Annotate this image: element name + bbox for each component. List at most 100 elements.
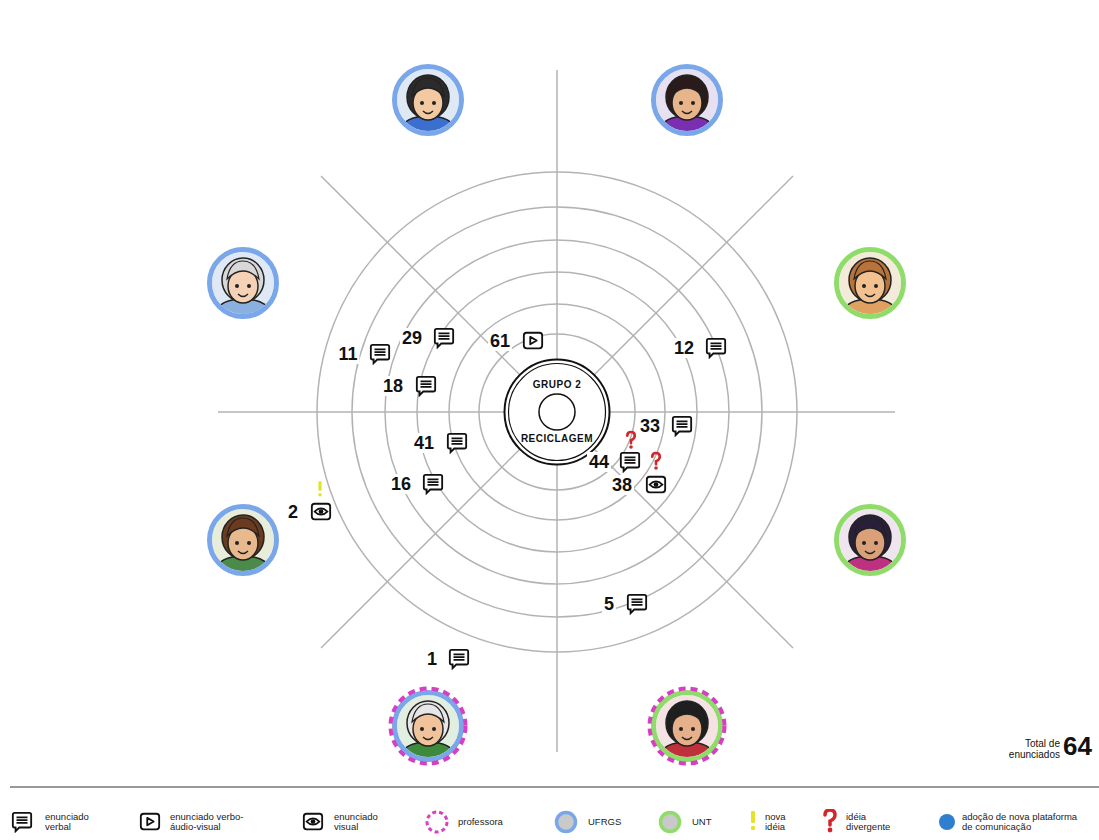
legend-sample — [817, 809, 843, 835]
divergent-marks — [652, 453, 660, 470]
utterance-number: 38 — [610, 475, 634, 495]
rings — [417, 272, 697, 552]
divergent-marks — [627, 432, 635, 443]
legend-sample — [553, 809, 579, 835]
new-idea-mark — [318, 493, 322, 497]
legend-text: adoção de nova plataforma de comunicação — [962, 812, 1090, 833]
legend-text: enunciado verbal — [45, 812, 100, 833]
utterance-icons — [707, 339, 725, 357]
legend-swatch — [661, 813, 680, 832]
avatars — [395, 67, 462, 141]
utterance-icons — [312, 504, 330, 520]
legend-sample — [137, 809, 163, 835]
legend-text: idéia divergente — [846, 812, 896, 833]
rings — [449, 304, 665, 520]
legend-rule — [10, 786, 1099, 787]
rings — [317, 172, 797, 652]
avatars — [391, 689, 466, 764]
utterance-number: 2 — [286, 502, 300, 522]
utterance-number: 12 — [672, 338, 696, 358]
utterance-icons — [448, 434, 466, 452]
divergent-marks — [629, 445, 633, 449]
utterance-number: 18 — [381, 376, 405, 396]
group-badge: GRUPO 2 RECICLAGEM — [503, 358, 611, 466]
legend-text: nova idéia — [765, 812, 795, 833]
group-theme: RECICLAGEM — [521, 434, 593, 444]
utterance-icons — [628, 595, 646, 613]
utterance-number: 33 — [638, 416, 662, 436]
avatars — [837, 250, 904, 324]
avatars — [210, 250, 277, 324]
rings — [479, 334, 635, 490]
legend-swatch — [939, 814, 955, 830]
legend-icon — [751, 811, 755, 823]
avatars — [654, 67, 721, 141]
divergent-marks — [627, 432, 635, 449]
legend-icon — [828, 828, 833, 833]
group-title: GRUPO 2 — [533, 380, 582, 390]
badge-ring — [505, 360, 610, 465]
avatars — [210, 67, 904, 767]
utterance-number: 11 — [336, 344, 359, 364]
utterance-number: 5 — [602, 594, 616, 614]
utterance-icons — [450, 650, 468, 668]
total-caption: Total de enunciados — [1004, 738, 1060, 760]
legend-icon — [427, 812, 447, 832]
legend-sample — [304, 814, 322, 830]
utterance-icons — [435, 329, 453, 347]
legend-sample — [9, 809, 35, 835]
legend-sample — [141, 814, 159, 830]
legend-sample — [427, 812, 447, 832]
legend-sample — [661, 813, 680, 832]
utterance-icons — [312, 329, 725, 668]
new-idea-mark — [318, 481, 322, 496]
legend-text: enunciado verbo-áudio-visual — [170, 812, 265, 833]
utterance-icons — [371, 345, 389, 363]
utterance-number: 29 — [400, 328, 424, 348]
badge-ring — [509, 364, 606, 461]
badge-core — [539, 394, 575, 430]
legend-text: professora — [458, 817, 518, 827]
utterance-number: 16 — [389, 474, 413, 494]
legend-sample — [751, 811, 755, 830]
legend-sample — [300, 809, 326, 835]
spokes — [321, 176, 793, 648]
utterance-icons — [524, 333, 542, 349]
utterance-icons — [424, 475, 442, 493]
avatars — [210, 507, 277, 581]
utterance-icons — [647, 477, 665, 493]
legend-sample — [657, 809, 683, 835]
legend-icon — [751, 826, 755, 830]
utterance-icons — [417, 377, 435, 395]
avatars — [650, 689, 725, 764]
utterance-number: 44 — [587, 452, 611, 472]
legend-icon — [304, 814, 322, 830]
rings — [352, 207, 762, 617]
legend-icon — [825, 810, 835, 825]
utterance-icons — [673, 417, 691, 435]
legend-text: UFRGS — [588, 817, 638, 827]
utterance-number: 1 — [425, 649, 439, 669]
legend-text: enunciado visual — [334, 812, 389, 833]
legend-sample — [13, 813, 31, 831]
legend-sample — [740, 809, 766, 835]
divergent-marks — [652, 453, 660, 464]
divergent-marks — [627, 432, 660, 470]
legend-text: UNT — [692, 817, 732, 827]
divergent-marks — [654, 466, 658, 470]
avatars — [837, 507, 904, 581]
legend-sample — [424, 809, 450, 835]
badge-outline — [503, 358, 611, 466]
total-count: 64 — [1063, 733, 1092, 759]
spokes — [218, 70, 895, 752]
badge-outline — [505, 360, 610, 465]
legend-sample — [934, 809, 960, 835]
utterance-icons — [621, 453, 639, 471]
new-idea-mark — [318, 481, 321, 491]
legend-icon — [141, 814, 159, 830]
legend-sample — [557, 813, 576, 832]
utterance-number: 41 — [412, 433, 436, 453]
legend-swatch — [557, 813, 576, 832]
legend-icon — [13, 813, 31, 831]
